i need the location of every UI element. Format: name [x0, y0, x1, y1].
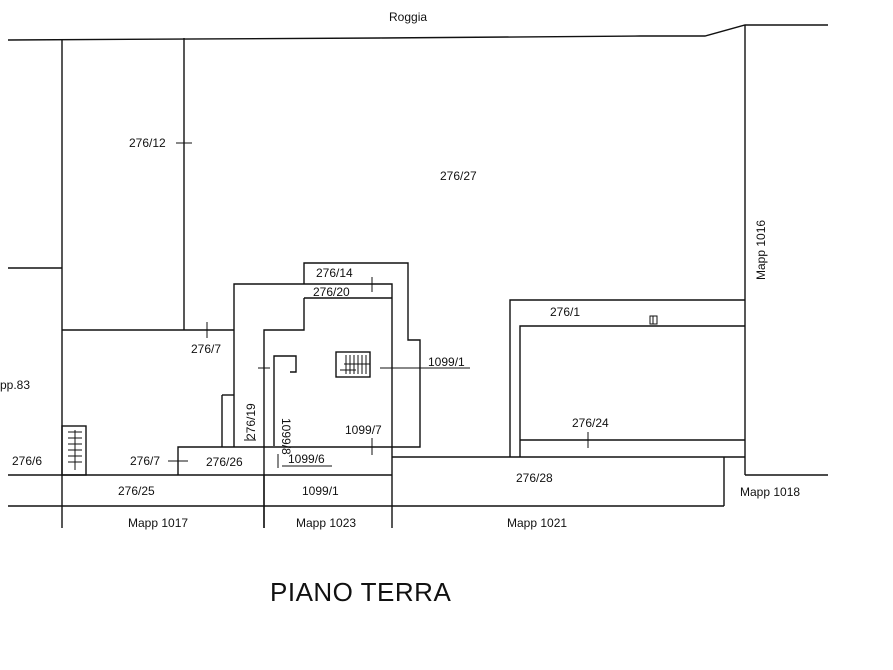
- label-mapp-1017: Mapp 1017: [128, 516, 188, 530]
- label-mapp-83: pp.83: [0, 378, 30, 392]
- label-276-20: 276/20: [313, 285, 350, 299]
- parcel-276-20-outline: [233, 283, 393, 447]
- label-276-19: 276/19: [244, 403, 258, 440]
- label-1099-8: 1099/8: [279, 418, 293, 455]
- left-stair-outline: [61, 425, 87, 476]
- label-1099-1-bottom: 1099/1: [302, 484, 339, 498]
- parcel-276-1-inner: [519, 325, 745, 457]
- top-boundary: [7, 24, 828, 41]
- label-276-24: 276/24: [572, 416, 609, 430]
- small-symbol-icon: [649, 315, 658, 325]
- room-1099-inner: [273, 355, 297, 446]
- label-1099-1-right: 1099/1: [428, 355, 465, 369]
- left-stair-icon: [68, 430, 82, 470]
- label-276-7-upper: 276/7: [191, 342, 221, 356]
- label-276-25: 276/25: [118, 484, 155, 498]
- label-276-26: 276/26: [206, 455, 243, 469]
- label-roggia: Roggia: [389, 10, 427, 24]
- label-276-1: 276/1: [550, 305, 580, 319]
- room-1099-outline: [263, 298, 305, 528]
- label-276-7-lower: 276/7: [130, 454, 160, 468]
- label-mapp-1016: Mapp 1016: [754, 220, 768, 280]
- label-276-14: 276/14: [316, 266, 353, 280]
- parcel-276-14-outline: [303, 262, 421, 448]
- label-276-12: 276/12: [129, 136, 166, 150]
- label-mapp-1023: Mapp 1023: [296, 516, 356, 530]
- label-276-6: 276/6: [12, 454, 42, 468]
- label-276-27: 276/27: [440, 169, 477, 183]
- label-mapp-1018: Mapp 1018: [740, 485, 800, 499]
- parcel-276-1-outline: [509, 299, 745, 457]
- plan-title: PIANO TERRA: [270, 577, 451, 607]
- label-1099-6: 1099/6: [288, 452, 325, 466]
- label-276-28: 276/28: [516, 471, 553, 485]
- label-mapp-1021: Mapp 1021: [507, 516, 567, 530]
- staircase-icon: [340, 355, 370, 374]
- label-1099-7: 1099/7: [345, 423, 382, 437]
